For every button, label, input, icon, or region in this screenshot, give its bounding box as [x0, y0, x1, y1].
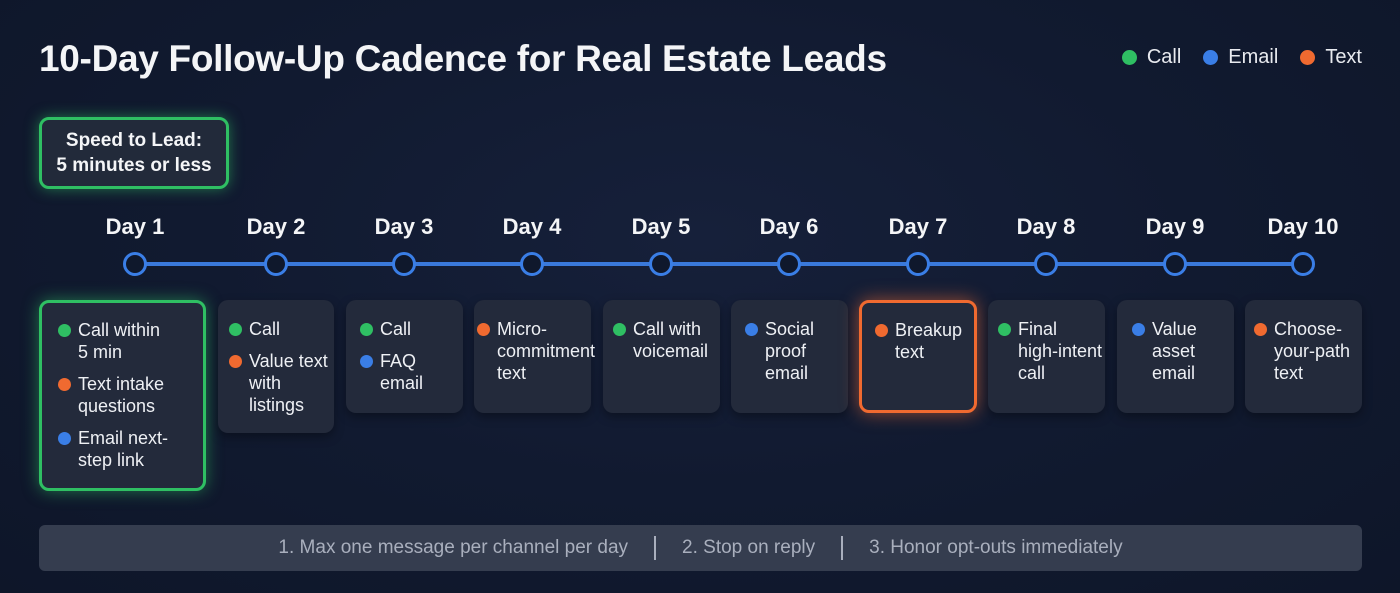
day-label: Day 3 — [374, 214, 434, 239]
timeline-node-icon — [906, 252, 930, 276]
text-dot-icon — [875, 324, 888, 337]
rule-1: 1. Max one message per channel per day — [278, 537, 629, 558]
legend-label: Email — [1228, 46, 1279, 68]
activity-item: Call — [229, 318, 334, 340]
email-dot-icon — [58, 432, 71, 445]
timeline-node-icon — [520, 252, 544, 276]
divider — [841, 536, 844, 560]
timeline-node-icon — [1034, 252, 1058, 276]
activity-item: Call with voicemail — [613, 318, 720, 362]
activity-text: Micro- commitment text — [497, 319, 596, 383]
legend-item-email: Email — [1203, 46, 1278, 69]
day-label: Day 5 — [631, 214, 691, 239]
day-8-card: Final high-intent call — [988, 300, 1105, 413]
timeline-node-icon — [264, 252, 288, 276]
activity-item: Call within 5 min — [58, 319, 203, 363]
day-2-card: Call Value text with listings — [218, 300, 334, 433]
activity-item: Breakup text — [875, 319, 974, 363]
activity-text: Value asset email — [1152, 319, 1197, 383]
day-label: Day 9 — [1145, 214, 1205, 239]
day-label: Day 2 — [246, 214, 306, 239]
day-6-card: Social proof email — [731, 300, 848, 413]
activity-text: FAQ email — [380, 351, 424, 393]
speed-to-lead-value: 5 minutes or less — [56, 155, 212, 176]
email-dot-icon — [1132, 323, 1145, 336]
speed-to-lead-callout: Speed to Lead: 5 minutes or less — [39, 117, 229, 189]
day-label: Day 8 — [1016, 214, 1076, 239]
call-dot-icon — [229, 323, 242, 336]
activity-text: Call within 5 min — [78, 320, 161, 362]
activity-text: Choose- your-path text — [1274, 319, 1351, 383]
timeline-node-icon — [1163, 252, 1187, 276]
day-3-card: Call FAQ email — [346, 300, 463, 413]
call-dot-icon — [998, 323, 1011, 336]
day-7-card: Breakup text — [859, 300, 977, 413]
day-1-card: Call within 5 min Text intake questions … — [39, 300, 206, 491]
day-label: Day 4 — [502, 214, 562, 239]
activity-item: Call — [360, 318, 463, 340]
rule-2: 2. Stop on reply — [682, 537, 816, 558]
legend-item-text: Text — [1300, 46, 1362, 69]
day-label: Day 6 — [759, 214, 819, 239]
page-title: 10-Day Follow-Up Cadence for Real Estate… — [39, 38, 887, 79]
activity-text: Value text with listings — [249, 351, 328, 415]
activity-text: Social proof email — [765, 319, 815, 383]
activity-item: Choose- your-path text — [1254, 318, 1362, 384]
timeline-node-icon — [649, 252, 673, 276]
call-dot-icon — [1121, 50, 1137, 65]
day-label: Day 1 — [105, 214, 165, 239]
text-dot-icon — [477, 323, 490, 336]
legend-label: Call — [1146, 46, 1182, 68]
day-4-card: Micro- commitment text — [474, 300, 595, 413]
day-label: Day 7 — [888, 214, 948, 239]
email-dot-icon — [745, 323, 758, 336]
activity-item: Email next- step link — [58, 427, 203, 471]
activity-text: Breakup text — [895, 320, 963, 362]
activity-text: Call — [380, 319, 412, 339]
divider — [654, 536, 657, 560]
activity-item: Value asset email — [1132, 318, 1234, 384]
day-9-card: Value asset email — [1117, 300, 1234, 413]
text-dot-icon — [229, 355, 242, 368]
call-dot-icon — [360, 323, 373, 336]
text-dot-icon — [1254, 323, 1267, 336]
timeline-node-icon — [392, 252, 416, 276]
activity-item: Text intake questions — [58, 373, 203, 417]
day-5-card: Call with voicemail — [603, 300, 720, 413]
legend-item-call: Call — [1121, 46, 1182, 69]
timeline-node-icon — [777, 252, 801, 276]
rules-bar: 1. Max one message per channel per day 2… — [39, 525, 1362, 571]
activity-item: Final high-intent call — [998, 318, 1105, 384]
legend-label: Text — [1325, 46, 1362, 68]
activity-text: Email next- step link — [78, 428, 169, 470]
activity-item: Micro- commitment text — [477, 318, 595, 384]
email-dot-icon — [360, 355, 373, 368]
day-label: Day 10 — [1267, 214, 1339, 239]
activity-item: Value text with listings — [229, 350, 334, 416]
activity-item: Social proof email — [745, 318, 848, 384]
day-10-card: Choose- your-path text — [1245, 300, 1362, 413]
activity-text: Call with voicemail — [633, 319, 709, 361]
legend: Call Email Text — [1121, 46, 1362, 69]
text-dot-icon — [1300, 50, 1316, 65]
timeline-node-icon — [1291, 252, 1315, 276]
activity-item: FAQ email — [360, 350, 463, 394]
call-dot-icon — [613, 323, 626, 336]
timeline-line — [135, 262, 1303, 266]
activity-text: Call — [249, 319, 281, 339]
activity-text: Text intake questions — [78, 374, 165, 416]
speed-to-lead-title: Speed to Lead: — [65, 130, 203, 151]
call-dot-icon — [58, 324, 71, 337]
activity-text: Final high-intent call — [1018, 319, 1103, 383]
rule-3: 3. Honor opt-outs immediately — [869, 537, 1123, 558]
timeline-node-icon — [123, 252, 147, 276]
text-dot-icon — [58, 378, 71, 391]
email-dot-icon — [1203, 50, 1219, 65]
